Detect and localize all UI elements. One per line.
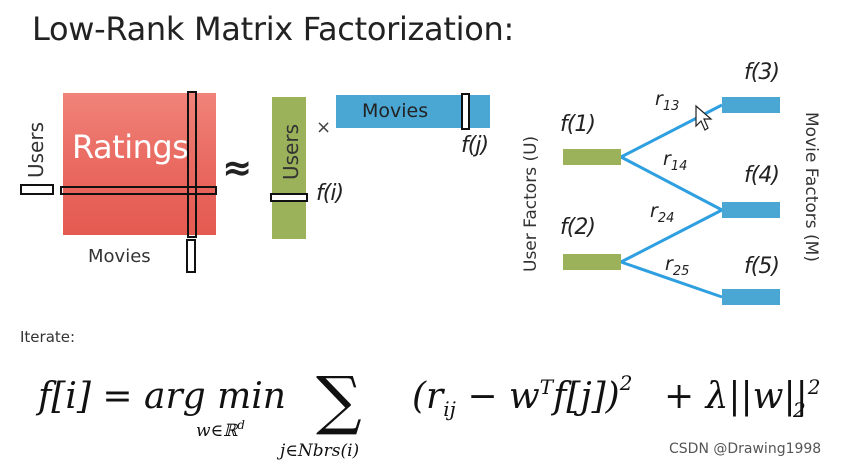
user-factors-side-label: User Factors (U) (521, 135, 541, 272)
movie-node-5 (722, 289, 780, 305)
fj-label: f(j) (461, 133, 489, 158)
edge-r14 (620, 155, 723, 212)
fi-label: f(i) (316, 181, 344, 206)
node-label-f4: f(4) (744, 163, 780, 188)
ratings-label: Ratings (72, 128, 189, 166)
edge-label-r25: r25 (665, 253, 690, 279)
formula-sum: ∑ (316, 364, 362, 438)
formula-body: (rij − wTf[j])2 (412, 371, 632, 421)
node-label-f5: f(5) (744, 254, 780, 279)
edge-r24 (620, 208, 723, 264)
movie-node-3 (722, 97, 780, 113)
formula-lhs: f[i] = arg min (35, 376, 286, 417)
node-label-f3: f(3) (744, 60, 780, 85)
edge-sub-r25: 25 (672, 263, 690, 279)
ratings-matrix (63, 93, 216, 235)
node-label-f1: f(1) (560, 112, 596, 137)
matrix-column-highlight (187, 91, 197, 238)
update-formula: f[i] = arg min w∈ℝd ∑ j∈Nbrs(i) (rij − w… (35, 364, 821, 461)
formula-under-sum: j∈Nbrs(i) (276, 441, 359, 461)
formula-under-min: w∈ℝd (196, 418, 245, 441)
approx-symbol: ≈ (222, 148, 253, 189)
edge-label-r24: r24 (650, 200, 675, 226)
user-factor-matrix (272, 97, 306, 239)
edge-label-r14: r14 (663, 148, 688, 174)
user-node-1 (563, 149, 621, 165)
movie-factor-column-highlight (461, 93, 470, 130)
node-label-f2: f(2) (560, 215, 596, 240)
graph-nodes (563, 97, 780, 305)
edge-sub-r14: 14 (670, 158, 688, 174)
movie-node-4 (722, 202, 780, 218)
movie-factor-label: Movies (362, 100, 429, 122)
edge-r25 (620, 260, 723, 299)
movie-factors-side-label: Movie Factors (M) (801, 112, 821, 262)
matrix-row-highlight (60, 186, 217, 195)
formula-regularizer: + λ||w||2 (664, 375, 821, 417)
user-row-marker (20, 184, 54, 195)
formula-reg-sub: 2 (792, 398, 806, 422)
movie-column-marker (186, 239, 196, 273)
edge-sub-r24: 24 (657, 210, 675, 226)
user-node-2 (563, 254, 621, 270)
user-factor-row-highlight (270, 193, 308, 202)
page-title: Low-Rank Matrix Factorization: (32, 10, 514, 48)
edge-sub-r13: 13 (662, 98, 680, 114)
watermark: CSDN @Drawing1998 (669, 441, 822, 457)
times-symbol: × (316, 117, 332, 138)
edge-label-r13: r13 (655, 88, 680, 114)
movies-axis-label: Movies (88, 246, 151, 267)
cursor-icon (695, 104, 713, 131)
iterate-label: Iterate: (20, 328, 76, 346)
